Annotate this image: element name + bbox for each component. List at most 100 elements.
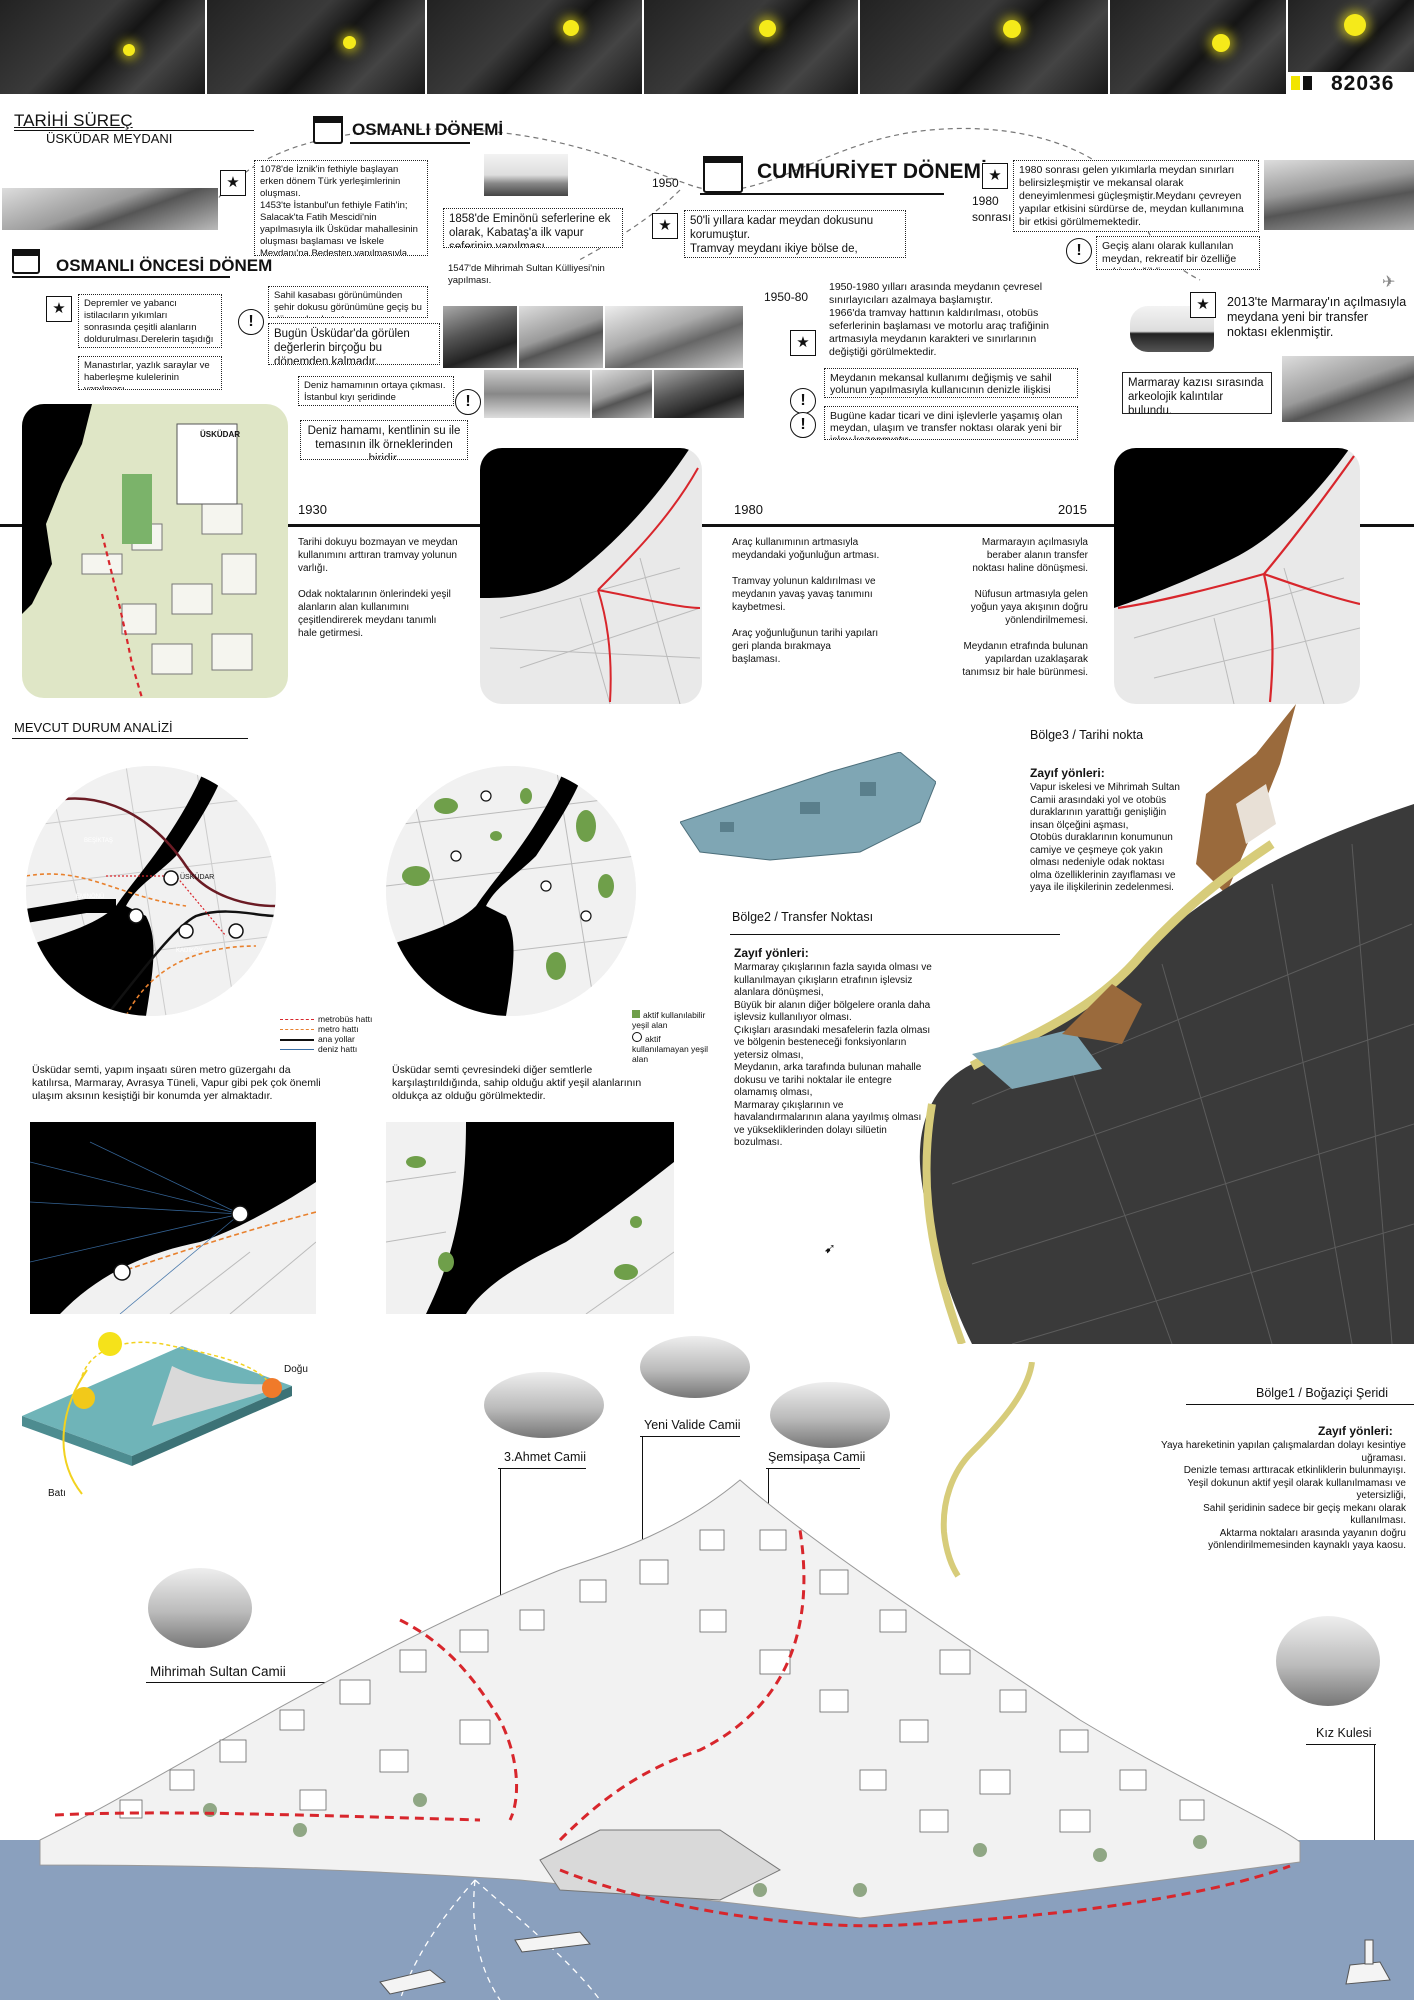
legend-item: metrobüs hattı bbox=[280, 1014, 410, 1024]
note-republic-7: 2013'te Marmaray'ın açılmasıyla meydana … bbox=[1222, 292, 1412, 340]
historic-photo-coast bbox=[592, 370, 652, 418]
zone2-title-rule bbox=[730, 934, 1060, 935]
sun-marker bbox=[123, 44, 135, 56]
historic-photo-uskudar-coast bbox=[2, 188, 218, 230]
analysis-title-rule bbox=[12, 738, 248, 739]
zone3-weak-title: Zayıf yönleri: bbox=[1030, 766, 1105, 780]
historic-photo-ferry bbox=[484, 154, 568, 196]
map-label-besiktas: BEŞİKTAŞ bbox=[84, 838, 113, 844]
note-republic-4: Bugüne kadar ticari ve dini işlevlerle y… bbox=[824, 406, 1078, 440]
analysis-title: MEVCUT DURUM ANALİZİ bbox=[14, 720, 173, 735]
historic-photo-street bbox=[654, 370, 744, 418]
legend-transport: metrobüs hattı metro hattı ana yollar de… bbox=[280, 1014, 410, 1054]
legend-green: aktif kullanılabilir yeşil alan aktif ku… bbox=[632, 1010, 712, 1064]
zone1-title: Bölge1 / Boğaziçi Şeridi bbox=[1256, 1386, 1389, 1400]
green-detail-map bbox=[386, 1122, 674, 1314]
exclamation-icon: ! bbox=[790, 412, 816, 438]
sun-marker bbox=[1212, 34, 1230, 52]
legend-item: metro hattı bbox=[280, 1024, 410, 1034]
black-square-icon bbox=[1303, 76, 1312, 90]
era-rule bbox=[12, 276, 230, 278]
map-label-uskudar: ÜSKÜDAR bbox=[180, 874, 215, 881]
calendar-icon bbox=[703, 156, 743, 193]
paper-plane-icon: ✈ bbox=[1382, 274, 1396, 291]
satellite-panel bbox=[644, 0, 860, 94]
note-ottoman-4: 1858'de Eminönü seferlerine ek olarak, K… bbox=[443, 208, 623, 248]
zone1-title-rule bbox=[1186, 1404, 1414, 1405]
photo-coast-today bbox=[1264, 160, 1414, 230]
zone2-title: Bölge2 / Transfer Noktası bbox=[732, 910, 874, 924]
sun-label-west: Batı bbox=[48, 1488, 66, 1499]
satellite-banner bbox=[0, 0, 1414, 94]
calendar-icon bbox=[313, 116, 343, 144]
note-republic-5: 1980 sonrası gelen yıkımlarla meydan sın… bbox=[1013, 160, 1259, 232]
star-icon: ★ bbox=[46, 296, 72, 322]
caption-transport: Üsküdar semti, yapım inşaatı süren metro… bbox=[32, 1064, 321, 1102]
landmark-rule bbox=[1306, 1744, 1376, 1745]
exclamation-icon: ! bbox=[790, 388, 816, 414]
landmark-rule bbox=[498, 1468, 586, 1469]
zone1-coast-strip bbox=[940, 1362, 1035, 1578]
historic-photo-sea-bath bbox=[484, 370, 590, 418]
zone1-text: Yaya hareketinin yapılan çalışmalardan d… bbox=[1161, 1440, 1406, 1551]
note-pre-ottoman-1: Depremler ve yabancı istilacıların yıkım… bbox=[78, 294, 222, 348]
landmark-rule bbox=[146, 1682, 476, 1683]
sun-marker bbox=[1003, 20, 1021, 38]
zone3-brown-area bbox=[1196, 704, 1304, 894]
map-2015 bbox=[1114, 448, 1360, 704]
photo-excavation bbox=[1282, 356, 1414, 422]
transport-circle-map: BEŞİKTAŞ ÜSKÜDAR EMİNÖNÜ KADIKÖY bbox=[26, 766, 276, 1016]
photo-ahmet-camii bbox=[484, 1372, 604, 1438]
note-ottoman-1: 1078'de İznik'in fethiyle başlayan erken… bbox=[254, 160, 428, 256]
photo-mihrimah-sultan-camii bbox=[148, 1568, 252, 1648]
era-rule bbox=[350, 142, 470, 144]
landmark-kiz-kulesi: Kız Kulesi bbox=[1316, 1726, 1372, 1740]
project-code: 82036 bbox=[1331, 72, 1395, 95]
star-icon: ★ bbox=[220, 170, 246, 196]
legend-item: ana yollar bbox=[280, 1034, 410, 1044]
calendar-icon bbox=[12, 249, 40, 274]
transport-detail-map bbox=[30, 1122, 316, 1314]
compass-icon: ➹ bbox=[824, 1240, 836, 1256]
yellow-square-icon bbox=[1291, 76, 1300, 90]
zone1-weak-title: Zayıf yönleri: bbox=[1318, 1424, 1393, 1438]
satellite-panel bbox=[1110, 0, 1288, 94]
note-republic-6: Geçiş alanı olarak kullanılan meydan, re… bbox=[1096, 236, 1260, 270]
map-1980 bbox=[480, 448, 702, 704]
star-icon: ★ bbox=[982, 163, 1008, 189]
satellite-panel bbox=[427, 0, 644, 94]
timeline-year-1980: 1980 bbox=[734, 502, 763, 517]
era-title-ottoman: OSMANLI DÖNEMİ bbox=[352, 120, 504, 139]
timeline-text-2015: Marmarayın açılmasıyla beraber alanın tr… bbox=[962, 537, 1088, 678]
zone3-text: Vapur iskelesi ve Mihrimah Sultan Camii … bbox=[1030, 782, 1180, 893]
section-title-rule bbox=[14, 130, 254, 131]
note-ottoman-7: Deniz hamamı, kentlinin su ile temasının… bbox=[300, 420, 468, 460]
era-year-1980-after: sonrası bbox=[972, 210, 1012, 224]
era-year-1950-80: 1950-80 bbox=[764, 290, 809, 304]
section-title: TARİHİ SÜREÇ bbox=[14, 111, 133, 130]
legend-item: aktif kullanılabilir yeşil alan bbox=[632, 1010, 706, 1030]
note-ottoman-5: 1547'de Mihrimah Sultan Külliyesi'nin ya… bbox=[443, 260, 635, 288]
landmark-yeni-valide-camii: Yeni Valide Camii bbox=[644, 1418, 741, 1432]
era-title-republic: CUMHURİYET DÖNEMİ bbox=[757, 160, 987, 183]
uskudar-figure-ground-map bbox=[912, 804, 1414, 1346]
exclamation-icon: ! bbox=[238, 309, 264, 335]
historic-photo-mosque bbox=[443, 306, 517, 368]
era-year-1980: 1980 bbox=[972, 194, 999, 208]
photo-semsipasa-camii bbox=[770, 1382, 890, 1448]
note-republic-8: Marmaray kazısı sırasında arkeolojik kal… bbox=[1122, 372, 1272, 414]
satellite-panel bbox=[207, 0, 427, 94]
project-code-box: 82036 bbox=[1286, 72, 1414, 95]
note-ottoman-2: Sahil kasabası görünümünden şehir dokusu… bbox=[268, 286, 428, 318]
exclamation-icon: ! bbox=[455, 389, 481, 415]
timeline-year-2015: 2015 bbox=[1058, 502, 1087, 517]
sun-marker bbox=[563, 20, 579, 36]
note-republic-1: 50'li yıllara kadar meydan dokusunu koru… bbox=[684, 210, 906, 258]
landmark-ahmet-camii: 3.Ahmet Camii bbox=[504, 1450, 586, 1464]
timeline-text-1980: Araç kullanımının artmasıyla meydandaki … bbox=[732, 537, 880, 665]
timeline-year-1930: 1930 bbox=[298, 502, 327, 517]
section-subtitle: ÜSKÜDAR MEYDANI bbox=[46, 131, 173, 146]
landmark-semsipasa-camii: Şemsipaşa Camii bbox=[768, 1450, 866, 1464]
sun-label-east: Doğu bbox=[284, 1364, 308, 1375]
era-rule bbox=[700, 193, 944, 195]
